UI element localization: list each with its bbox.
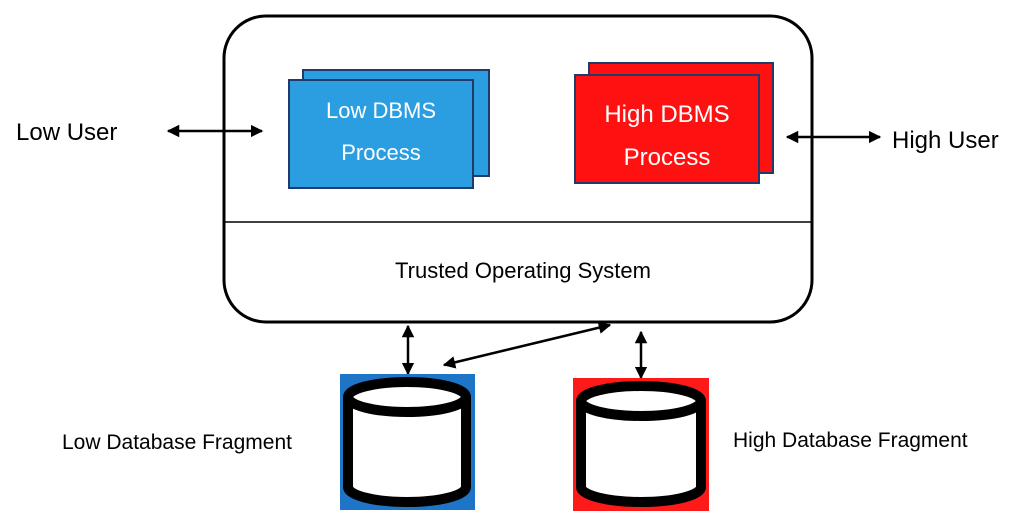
low-user-label: Low User	[16, 119, 117, 146]
low-db-to-os-diagonal-arrow	[442, 321, 612, 369]
low-dbms-process: Low DBMS Process	[288, 69, 490, 189]
high-process-front-card	[574, 74, 760, 184]
high-db-label: High Database Fragment	[733, 429, 968, 452]
low-process-label-line1: Low DBMS	[326, 98, 436, 123]
low-database-fragment	[340, 374, 475, 510]
low-process-label-line2: Process	[341, 140, 420, 165]
high-process-label-line2: Process	[624, 144, 711, 171]
database-cylinder-icon	[343, 377, 471, 507]
high-database-fragment	[573, 378, 709, 511]
database-cylinder-icon	[576, 381, 706, 507]
trusted-os-label: Trusted Operating System	[395, 258, 651, 283]
high-process-label-line1: High DBMS	[604, 101, 729, 128]
high-user-label: High User	[892, 127, 999, 154]
high-dbms-process: High DBMS Process	[574, 62, 774, 184]
low-process-front-card	[288, 79, 474, 189]
low-db-label: Low Database Fragment	[62, 431, 292, 454]
